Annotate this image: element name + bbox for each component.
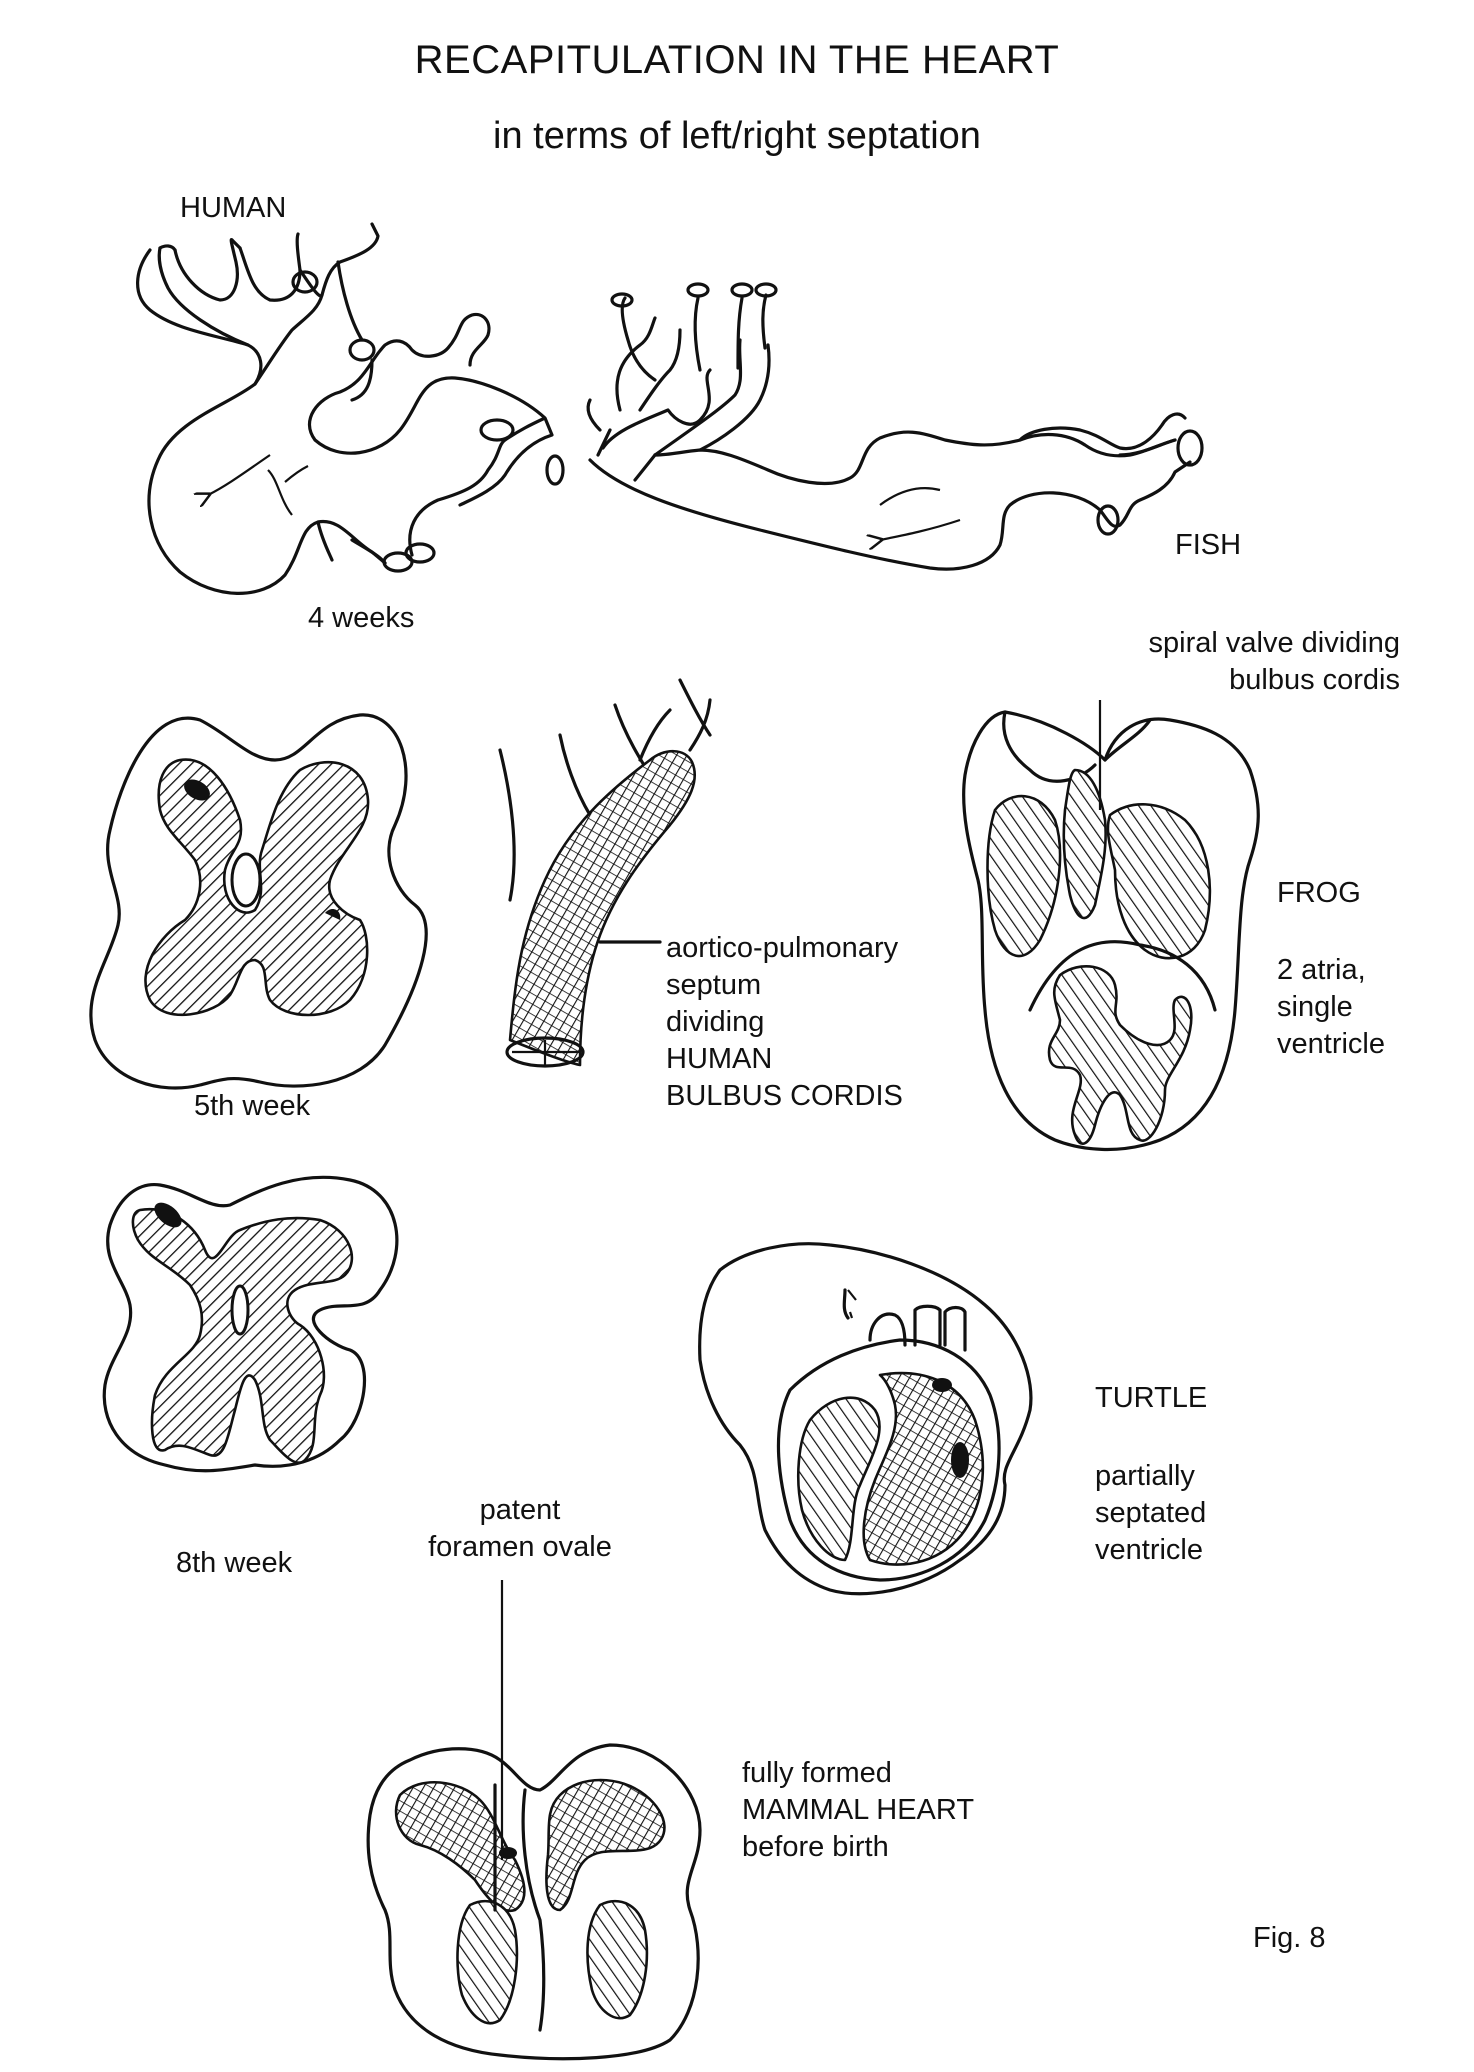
- turtle-description: partially septated ventricle: [1095, 1460, 1207, 1567]
- page-subtitle: in terms of left/right septation: [493, 115, 981, 157]
- mammal-heart-drawing: [366, 1580, 702, 2061]
- mammal-heart-label: fully formed MAMMAL HEART before birth: [742, 1757, 975, 1864]
- fifth-week-label: 5th week: [194, 1090, 311, 1122]
- aortico-pulmonary-septum-drawing: [498, 678, 712, 1068]
- frog-label: FROG: [1277, 877, 1361, 909]
- spiral-valve-label: spiral valve dividing bulbus cordis: [1148, 627, 1400, 697]
- human-4-weeks-heart-drawing: [136, 222, 565, 595]
- page-title: RECAPITULATION IN THE HEART: [414, 38, 1060, 82]
- turtle-heart-drawing: [698, 1242, 1033, 1596]
- figure-number: Fig. 8: [1253, 1922, 1326, 1954]
- turtle-label: TURTLE: [1095, 1382, 1208, 1414]
- eighth-week-label: 8th week: [176, 1547, 293, 1579]
- fish-label: FISH: [1175, 529, 1242, 561]
- eighth-week-heart-drawing: [102, 1175, 399, 1473]
- patent-foramen-ovale-label: patent foramen ovale: [428, 1494, 612, 1564]
- human-label: HUMAN: [180, 192, 287, 224]
- aortico-pulmonary-label: aortico-pulmonary septum dividing HUMAN …: [666, 932, 903, 1113]
- frog-heart-drawing: [962, 700, 1260, 1152]
- frog-description: 2 atria, single ventricle: [1277, 954, 1385, 1061]
- fish-heart-drawing: [586, 282, 1204, 571]
- four-weeks-label: 4 weeks: [308, 602, 415, 634]
- fifth-week-heart-drawing: [89, 713, 428, 1090]
